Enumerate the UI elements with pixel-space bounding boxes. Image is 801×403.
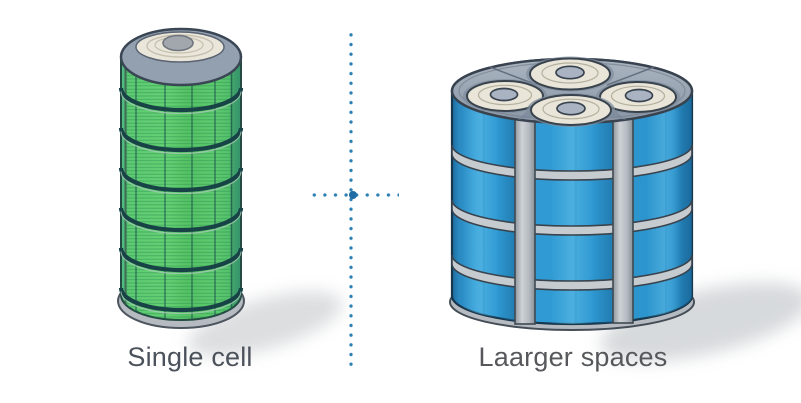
single-cell-bands — [118, 87, 244, 315]
single-cell-illustration — [117, 27, 245, 329]
single-cell-terminal — [162, 34, 194, 52]
larger-spaces-label: Laarger spaces — [478, 342, 668, 372]
single-cell-label: Single cell — [127, 342, 253, 372]
divider-dotted-vertical-line — [348, 30, 354, 368]
larger-pack-body — [450, 57, 694, 326]
larger-pack-vertical-dividers — [514, 117, 634, 325]
larger-pack-illustration — [449, 56, 695, 331]
single-cell-top — [119, 27, 243, 87]
pack-cell-top-right — [596, 80, 680, 114]
single-cell-body — [118, 28, 244, 321]
pack-cell-top-front — [527, 93, 615, 127]
divider-center-dot — [349, 191, 357, 199]
larger-pack-top — [450, 56, 694, 127]
pack-cell-top-back — [526, 56, 614, 92]
pack-cell-top-left — [463, 79, 547, 113]
